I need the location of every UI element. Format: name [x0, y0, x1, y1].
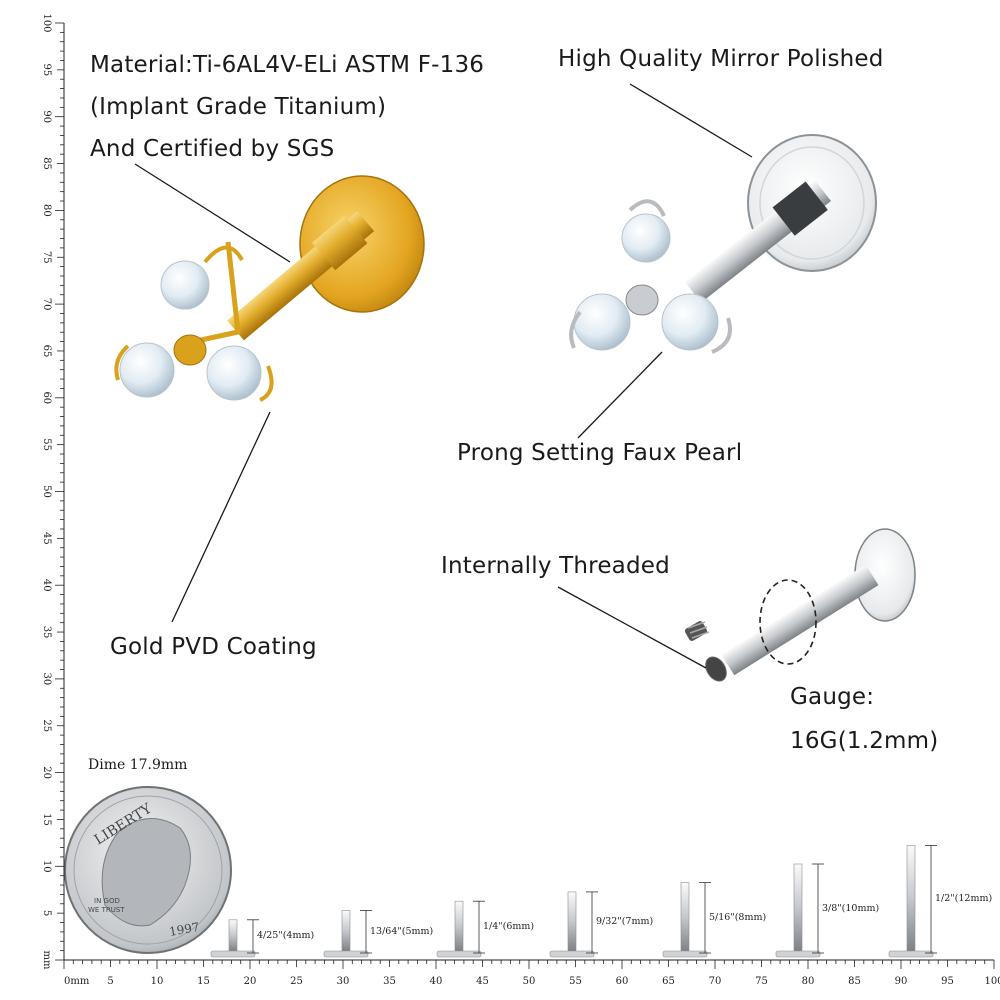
ruler-label-left: 85 [41, 157, 52, 170]
gauge-value: 16G(1.2mm) [790, 728, 939, 754]
ruler-label-left: 30 [41, 673, 52, 686]
callout-lines [134, 83, 753, 669]
ruler-label-left: 50 [41, 485, 52, 498]
ruler-label-left: mm [41, 951, 52, 970]
ruler-label-bottom: 60 [616, 976, 629, 987]
dime-label: Dime 17.9mm [88, 757, 188, 773]
size-post-shaft [567, 891, 577, 952]
size-post-disc [549, 950, 595, 958]
size-post-disc [888, 950, 934, 958]
size-label: 1/4"(6mm) [483, 921, 535, 933]
size-post-disc [775, 950, 821, 958]
set-screw-icon [684, 621, 710, 641]
ruler-label-bottom: 5 [107, 976, 113, 987]
size-post-shaft [228, 919, 238, 952]
size-post-disc [323, 950, 369, 958]
ruler-label-left: 100 [41, 13, 52, 32]
size-label: 4/25"(4mm) [257, 930, 315, 942]
ruler-label-bottom: 65 [662, 976, 675, 987]
size-posts [210, 845, 937, 958]
ruler-label-bottom: 55 [569, 976, 582, 987]
coin-motto-1: IN GOD [94, 897, 120, 905]
ruler-label-left: 70 [41, 298, 52, 311]
coin-year: 1997 [168, 920, 201, 939]
material-label-line3: And Certified by SGS [90, 136, 335, 162]
ruler-label-bottom: 10 [151, 976, 164, 987]
size-post-shaft [454, 900, 464, 952]
threaded-post [684, 528, 916, 682]
ruler-label-left: 75 [41, 251, 52, 264]
ruler-label-bottom: 50 [523, 976, 536, 987]
gold-labret-stud [114, 175, 425, 402]
ruler-label-bottom: 35 [383, 976, 396, 987]
ruler-label-bottom: 95 [941, 976, 954, 987]
ruler-label-left: 80 [41, 204, 52, 217]
gauge-label: Gauge: [790, 684, 875, 710]
ruler-label-bottom: 30 [337, 976, 350, 987]
ruler-label-bottom: 90 [895, 976, 908, 987]
size-label: 9/32"(7mm) [596, 916, 654, 928]
size-post-shaft [906, 845, 916, 952]
ruler-label-bottom: 70 [709, 976, 722, 987]
dime-coin: LIBERTY IN GOD WE TRUST 1997 [64, 786, 232, 954]
ruler-label-left: 55 [41, 438, 52, 451]
ruler-label-bottom: 80 [802, 976, 815, 987]
internally-threaded-label: Internally Threaded [441, 553, 670, 579]
ruler-label-bottom: 0mm [64, 976, 90, 987]
size-post-disc [662, 950, 708, 958]
mirror-polished-label: High Quality Mirror Polished [558, 46, 884, 72]
silver-labret-stud [569, 134, 877, 354]
ruler-label-left: 65 [41, 345, 52, 358]
size-post-shaft [793, 863, 803, 952]
size-post-shaft [341, 910, 351, 952]
ruler-label-left: 15 [41, 813, 52, 826]
ruler-label-bottom: 45 [476, 976, 489, 987]
ruler-label-left: 40 [41, 579, 52, 592]
size-label: 5/16"(8mm) [709, 911, 767, 923]
size-label: 1/2"(12mm) [935, 893, 993, 905]
ruler-label-left: 95 [41, 63, 52, 76]
ruler-label-bottom: 75 [755, 976, 768, 987]
size-label: 13/64"(5mm) [370, 925, 434, 937]
coin-motto-2: WE TRUST [88, 906, 125, 914]
ruler-label-bottom: 15 [197, 976, 210, 987]
rulers: 0mm 5 10 15 20 25 30 35 40 45 50 55 60 65 70 75 80 85 90 95… [41, 13, 1000, 987]
ruler-label-bottom: 100 [984, 976, 1000, 987]
ruler-label-bottom: 40 [430, 976, 443, 987]
ruler-label-bottom: 20 [244, 976, 257, 987]
size-post-shaft [680, 882, 690, 952]
ruler-label-left: 20 [41, 766, 52, 779]
material-label-line1: Material:Ti-6AL4V-ELi ASTM F-136 [90, 52, 485, 78]
ruler-label-left: 10 [41, 860, 52, 873]
material-label-line2: (Implant Grade Titanium) [90, 94, 387, 120]
ruler-label-bottom: 25 [290, 976, 303, 987]
size-post-disc [436, 950, 482, 958]
ruler-label-bottom: 85 [848, 976, 861, 987]
ruler-label-left: 5 [41, 910, 52, 916]
ruler-label-left: 90 [41, 110, 52, 123]
gold-pvd-label: Gold PVD Coating [110, 634, 317, 660]
ruler-label-left: 60 [41, 391, 52, 404]
ruler-label-left: 45 [41, 532, 52, 545]
size-post-disc [210, 950, 256, 958]
prong-pearl-label: Prong Setting Faux Pearl [457, 440, 743, 466]
size-label: 3/8"(10mm) [822, 902, 880, 914]
ruler-label-left: 35 [41, 626, 52, 639]
ruler-label-left: 25 [41, 719, 52, 732]
